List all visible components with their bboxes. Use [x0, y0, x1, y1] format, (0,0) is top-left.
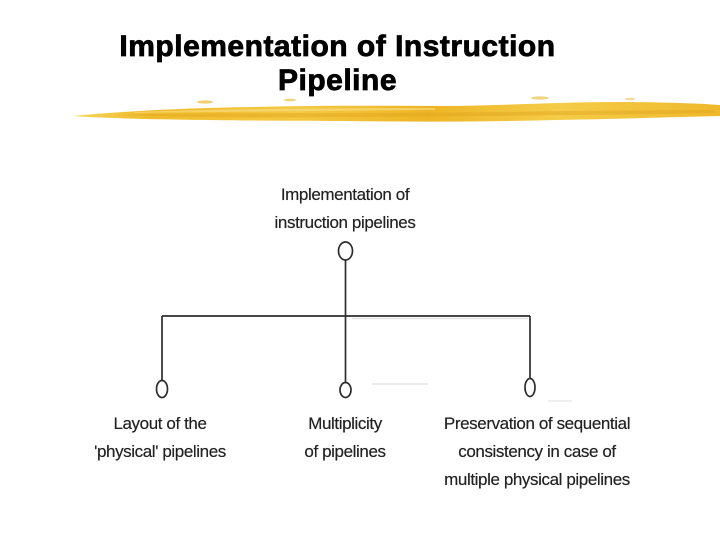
tree-leaf-label-line: Layout of the	[113, 414, 207, 433]
tree-root-label-line: instruction pipelines	[274, 213, 416, 232]
brush-speck	[284, 98, 296, 102]
brush-stroke-underline	[73, 96, 720, 122]
brush-speck	[197, 100, 213, 104]
tree-leaf-label-line: consistency in case of	[458, 442, 616, 461]
root-node-circle	[337, 241, 354, 261]
tree-leaf-label-line: 'physical' pipelines	[94, 442, 226, 461]
leaf-node-circle-left	[155, 379, 169, 399]
brush-speck	[625, 97, 635, 101]
brush-stroke-highlight	[135, 108, 435, 113]
tree-leaf-label-line: Preservation of sequential	[443, 414, 631, 433]
tree-leaf-label-layout: Layout of the 'physical' pipelines	[50, 410, 270, 466]
slide-title-line-2: Pipeline	[277, 64, 398, 98]
tree-leaf-label-preservation: Preservation of sequential consistency i…	[407, 410, 667, 494]
slide-title-line-1: Implementation of Instruction	[119, 30, 556, 64]
tree-leaf-label-line: of pipelines	[304, 442, 386, 461]
brush-speck	[531, 96, 549, 100]
leaf-node-circle-middle	[339, 381, 352, 399]
leaf-node-circle-right	[524, 377, 536, 398]
slide-title: Implementation of Instruction Pipeline	[70, 30, 605, 98]
tree-root-label-line: Implementation of	[280, 185, 410, 204]
brush-stroke-core	[115, 110, 715, 118]
tree-leaf-label-multiplicity: Multiplicity of pipelines	[235, 410, 455, 466]
tree-root-label: Implementation of instruction pipelines	[195, 181, 495, 237]
tree-leaf-label-line: multiple physical pipelines	[444, 470, 630, 489]
tree-leaf-label-line: Multiplicity	[308, 414, 382, 433]
brush-stroke-body	[73, 102, 720, 122]
